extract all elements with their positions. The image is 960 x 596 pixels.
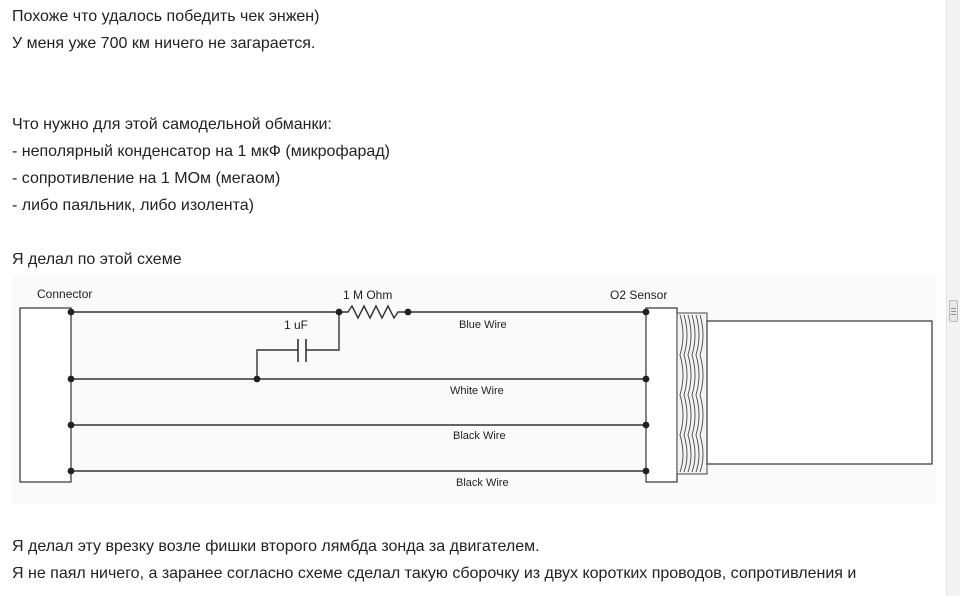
capacitor-lead-left (256, 349, 298, 379)
sensor-block (645, 307, 678, 483)
thumb-grip-line (951, 314, 956, 315)
thumb-grip-line (951, 308, 956, 309)
scheme-intro: Я делал по этой схеме (12, 251, 182, 268)
list-item-tools: - либо паяльник, либо изолента) (12, 197, 254, 214)
list-title: Что нужно для этой самодельной обманки: (12, 116, 332, 133)
connector-label: Connector (37, 287, 92, 301)
post-line-1: Похоже что удалось победить чек энжен) (12, 8, 320, 25)
junction-dots (67, 308, 650, 475)
scrollbar-thumb[interactable] (949, 300, 958, 322)
list-item-capacitor: - неполярный конденсатор на 1 мкФ (микро… (12, 143, 390, 160)
vertical-scrollbar[interactable] (946, 0, 960, 596)
list-item-resistor: - сопротивление на 1 МОм (мегаом) (12, 170, 281, 187)
black-wire-1-label: Black Wire (453, 430, 506, 442)
black-wire-2-label: Black Wire (456, 477, 509, 489)
post-line-2: У меня уже 700 км ничего не загарается. (12, 35, 316, 52)
wiring-diagram: Connector O2 Sensor 1 M Ohm 1 uF Blue Wi… (12, 275, 937, 504)
white-wire-label: White Wire (450, 385, 504, 397)
post-after-line-1: Я делал эту врезку возле фишки второго л… (12, 538, 540, 555)
thumb-grip-line (951, 311, 956, 312)
post-after-line-2: Я не паял ничего, а заранее согласно схе… (12, 565, 857, 582)
sensor-label: O2 Sensor (610, 288, 667, 302)
connector-block (19, 307, 72, 483)
capacitor-label: 1 uF (284, 318, 308, 332)
sensor-body (706, 320, 933, 465)
capacitor-lead-right (306, 312, 340, 351)
resistor-symbol (339, 304, 408, 320)
sensor-thread (676, 312, 708, 475)
resistor-label: 1 M Ohm (343, 288, 392, 302)
post-content: Похоже что удалось победить чек энжен) У… (12, 0, 937, 596)
blue-wire-label: Blue Wire (459, 319, 507, 331)
